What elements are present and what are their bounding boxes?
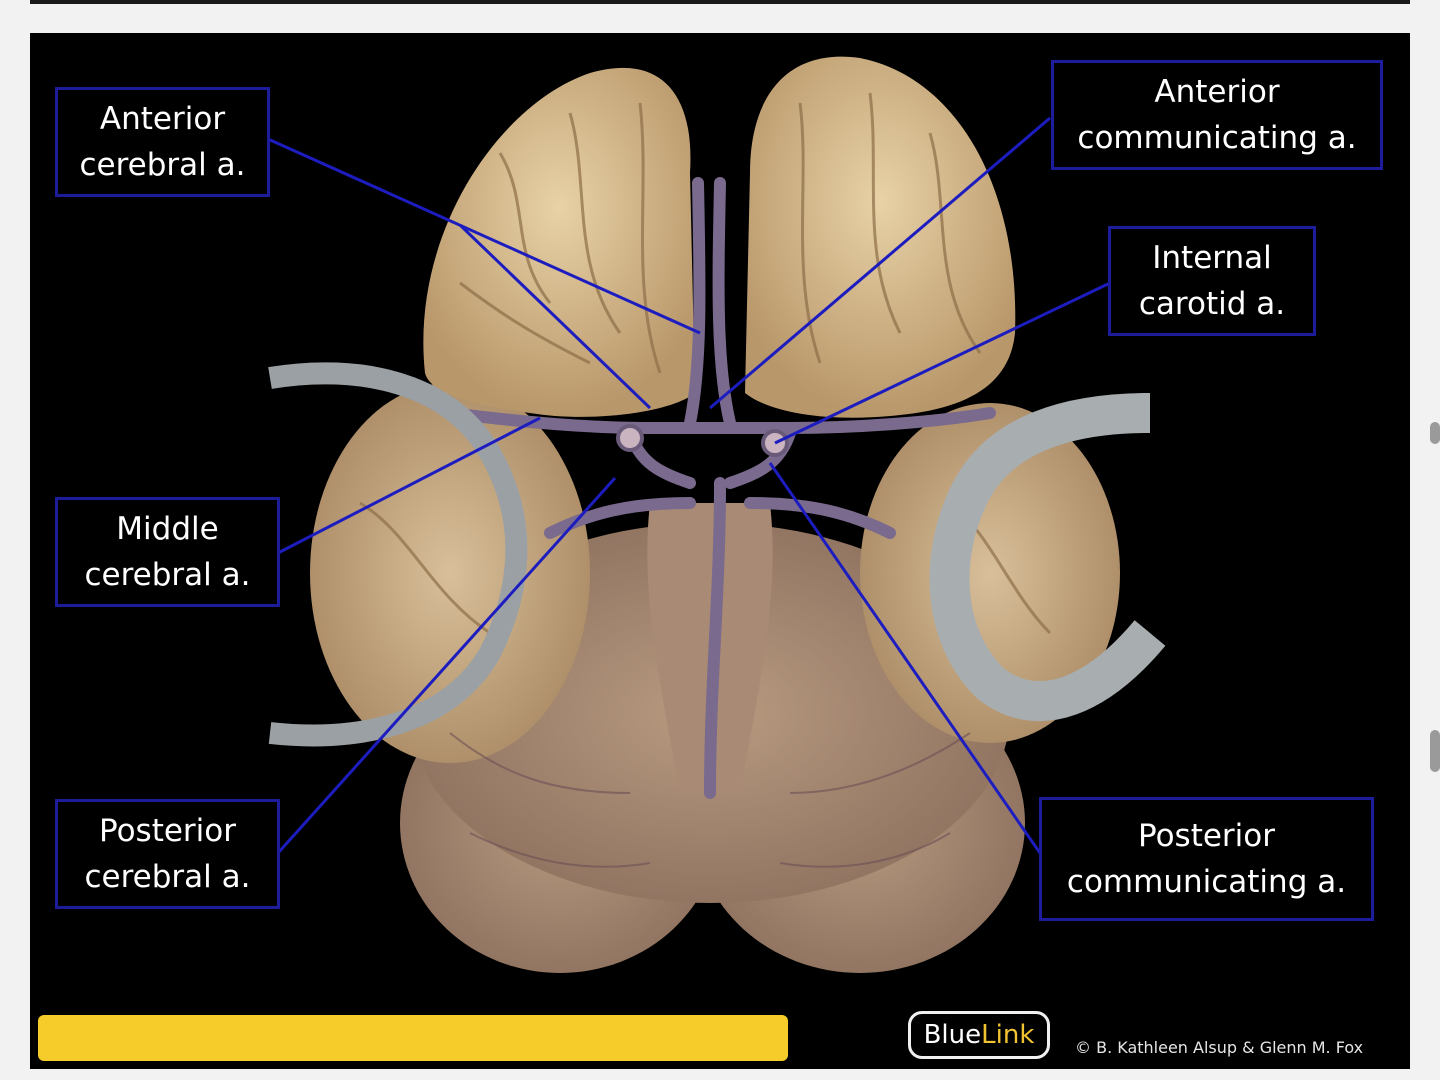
scroll-handle-top[interactable] [1430, 422, 1440, 444]
label-anterior-cerebral: Anterior cerebral a. [55, 87, 270, 197]
image-credit: © B. Kathleen Alsup & Glenn M. Fox [1075, 1038, 1364, 1057]
label-posterior-communicating: Posterior communicating a. [1039, 797, 1374, 921]
logo-text-link: Link [981, 1020, 1035, 1050]
top-divider [30, 0, 1410, 4]
logo-text-blue: Blue [923, 1020, 982, 1050]
label-middle-cerebral: Middle cerebral a. [55, 497, 280, 607]
label-anterior-communicating: Anterior communicating a. [1051, 60, 1383, 170]
label-posterior-cerebral: Posterior cerebral a. [55, 799, 280, 909]
label-internal-carotid: Internal carotid a. [1108, 226, 1316, 336]
highlight-bar [38, 1015, 788, 1061]
scroll-handle-bottom[interactable] [1430, 730, 1440, 772]
slide: Anterior cerebral a. Anterior communicat… [30, 33, 1410, 1069]
